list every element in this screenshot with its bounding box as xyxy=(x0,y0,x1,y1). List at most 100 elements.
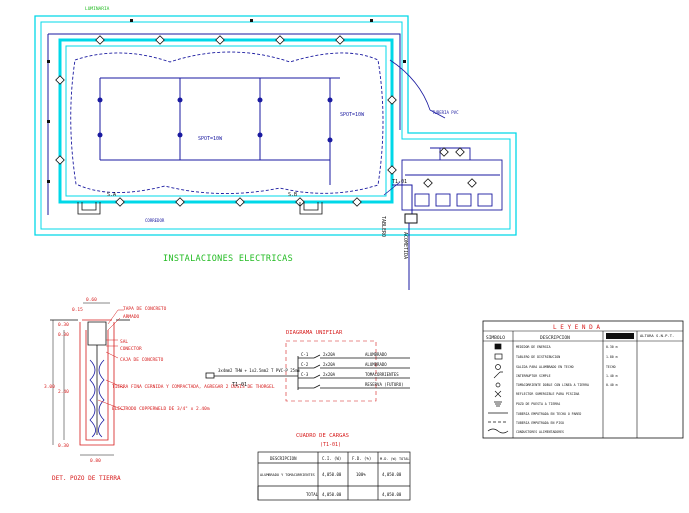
plan-label-acometida: ACOMETIDA xyxy=(402,232,408,259)
plan-label-conduit: TUBERIA PVC xyxy=(432,110,459,115)
pozo-note: ARMADO xyxy=(123,314,140,320)
leyenda-height: 1.80 m xyxy=(606,355,618,359)
tablero-box xyxy=(285,340,377,402)
circuit-id: C-3 xyxy=(301,372,309,377)
leyenda-height: 0.30 m xyxy=(606,345,618,349)
pozo-dim: 3.00 xyxy=(44,384,55,390)
building-outline-inner xyxy=(40,21,511,230)
wall-luminaire xyxy=(155,35,165,45)
pozo-leaders xyxy=(97,309,125,411)
plan-label-bottom: CORREDOR xyxy=(145,218,165,223)
pozo-dim: 0.30 xyxy=(58,443,69,449)
wall-luminaire xyxy=(387,165,397,175)
wall-luminaire xyxy=(95,35,105,45)
cuadro-header: DESCRIPCION xyxy=(270,456,297,461)
cuadro-grid xyxy=(257,451,411,501)
leyenda-desc: TUBERIA EMPOTRADA EN PISO xyxy=(516,421,564,425)
leyenda-desc: CONDUCTORES ALIMENTADORES xyxy=(516,430,564,434)
pozo-dim: 2.40 xyxy=(58,389,69,395)
plan-label-tablero: TABLERO xyxy=(380,216,386,237)
leyenda-desc: TABLERO DE DISTRIBUCION xyxy=(516,355,560,359)
wall-luminaire xyxy=(55,75,65,85)
plan-label-top: LUMINARIA xyxy=(85,6,110,12)
ground-symbol xyxy=(494,401,502,407)
cuadro-cell: 100% xyxy=(356,472,366,477)
light-fixture xyxy=(177,97,183,103)
pool-rim xyxy=(58,38,394,204)
circuit-breaker: 2x20A xyxy=(323,352,336,357)
pozo-note: CONECTOR xyxy=(120,346,142,352)
cuadro-total-label: TOTAL xyxy=(306,492,319,497)
wall-luminaire xyxy=(115,197,125,207)
meter-symbol xyxy=(494,343,502,350)
pozo-note: ELECTRODO COPPERWELD DE 3/4" x 2.40m xyxy=(112,406,210,412)
pozo-title: DET. POZO DE TIERRA xyxy=(52,475,121,482)
building-outline-outer xyxy=(34,15,517,236)
tablero-symbol xyxy=(404,213,418,224)
ceiling-light-symbol xyxy=(495,364,501,370)
pozo-note-line: TIERRA FINA CERNIDA Y COMPACTADA, AGREGA… xyxy=(112,384,275,390)
leyenda-header: DESCRIPCION xyxy=(540,335,570,341)
cuadro-header: F.D. (%) xyxy=(352,456,371,461)
pump xyxy=(414,193,430,207)
cuadro-subtitle: (T1-01) xyxy=(320,442,341,448)
circuit-label-a: S.A xyxy=(107,192,116,198)
circuit-desc: ALUMBRADO xyxy=(365,352,387,357)
cuadro-total: 4,050.00 xyxy=(322,492,342,497)
circuit-id: C-1 xyxy=(301,352,309,357)
light-fixture xyxy=(327,97,333,103)
plan-title: INSTALACIONES ELECTRICAS xyxy=(163,254,293,264)
leyenda-grid xyxy=(483,330,683,438)
leyenda-desc: MEDIDOR DE ENERGIA xyxy=(516,345,551,349)
pozo-detail: 0.60 0.15 0.30 0.30 2.40 3.00 0.30 0.80 … xyxy=(44,297,275,482)
leyenda: L E Y E N D A SIMBOLO DESCRIPCION ALTURA… xyxy=(482,320,684,439)
light-fixture xyxy=(97,132,103,138)
leyenda-desc: TUBERIA EMPOTRADA EN TECHO O PARED xyxy=(516,412,581,416)
light-fixture xyxy=(257,132,263,138)
wall-luminaire xyxy=(352,197,362,207)
cuadro-header: C.I. (W) xyxy=(322,456,341,461)
unifilar-tablero: T1-01 xyxy=(232,382,247,388)
wall-luminaire xyxy=(335,35,345,45)
wall-luminaire xyxy=(215,35,225,45)
pozo-dims xyxy=(52,302,114,456)
wall-luminaire xyxy=(55,155,65,165)
pozo-dim: 0.15 xyxy=(72,307,83,313)
wall-marks xyxy=(47,19,406,183)
diagrama-title: DIAGRAMA UNIFILAR xyxy=(286,330,343,336)
cuadro-de-cargas: CUADRO DE CARGAS (T1-01) DESCRIPCION C.I… xyxy=(257,433,411,501)
wall-luminaire xyxy=(387,95,397,105)
pumps xyxy=(414,193,493,207)
leyenda-frame xyxy=(482,320,684,439)
leyenda-height: 1.40 m xyxy=(606,374,618,378)
light-fixture xyxy=(97,97,103,103)
circuit-desc: TOMACORRIENTES xyxy=(365,372,399,377)
panel-symbol xyxy=(494,353,503,360)
lighting-grid xyxy=(47,33,401,215)
pozo-dim: 0.30 xyxy=(58,332,69,338)
perimeter-luminaires xyxy=(55,35,397,207)
wall-luminaire xyxy=(175,197,185,207)
circuit-desc: ALUMBRADO xyxy=(365,362,387,367)
pozo-dim: 0.60 xyxy=(86,297,97,303)
light-fixtures xyxy=(97,97,333,143)
leyenda-rows: MEDIDOR DE ENERGIA 0.30 m TABLERO DE DIS… xyxy=(516,345,618,434)
pool-inner xyxy=(65,45,387,197)
leyenda-height: TECHO xyxy=(606,365,616,369)
pozo-note: CAJA DE CONCRETO xyxy=(120,357,164,363)
circuit-desc: RESERVA (FUTURO) xyxy=(365,382,404,387)
cuadro-cell: 4,050.00 xyxy=(382,472,402,477)
diagrama-unifilar: DIAGRAMA UNIFILAR 3x4mm2 THW + 1x2.5mm2 … xyxy=(205,330,410,402)
pool-steps xyxy=(77,202,323,215)
leyenda-desc: POZO DE PUESTA A TIERRA xyxy=(516,402,560,406)
leyenda-title: L E Y E N D A xyxy=(553,324,600,331)
feeder-symbol xyxy=(487,428,509,434)
pool-label-2: SPOT=10W xyxy=(340,112,365,118)
wall-luminaire xyxy=(235,197,245,207)
cuadro-row-desc: ALUMBRADO Y TOMACORRIENTES xyxy=(260,473,315,477)
leyenda-desc: TOMACORRIENTE DOBLE CON LINEA A TIERRA xyxy=(516,383,589,387)
circuit-id: C-2 xyxy=(301,362,309,367)
plan-label-t1: T1-01 xyxy=(392,179,407,185)
pozo-note: TIERRA FINA CERNIDA Y COMPACTADA, AGREGA… xyxy=(112,384,275,390)
